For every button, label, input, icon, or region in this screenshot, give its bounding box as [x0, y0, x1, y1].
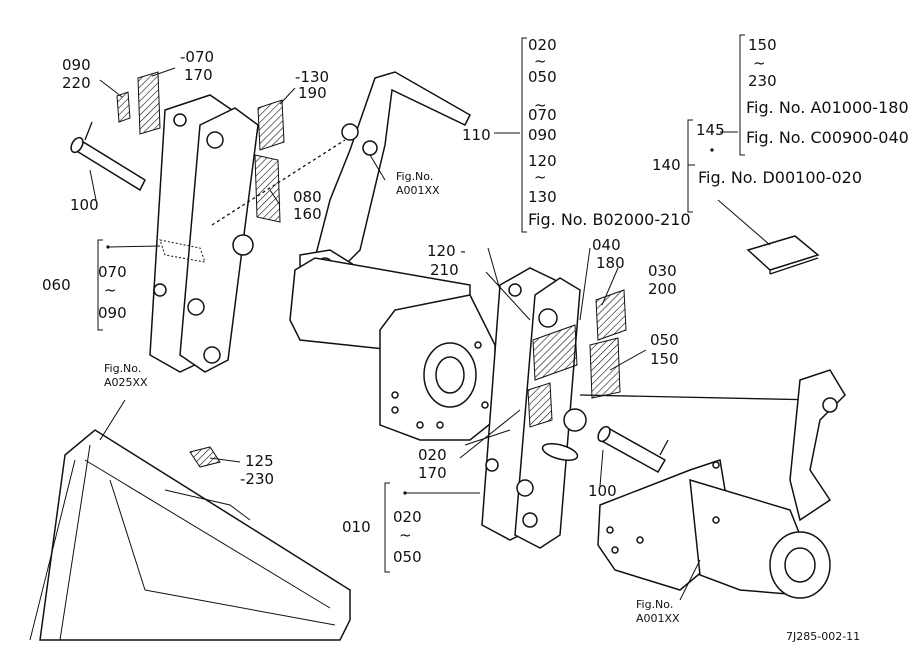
- ref-fig-a01000: Fig. No. A01000-180: [746, 98, 909, 117]
- ref-fig-b02000: Fig. No. B02000-210: [528, 210, 691, 229]
- label-145: 145: [696, 121, 725, 139]
- label-020: 020: [418, 446, 447, 464]
- label-030: 030: [648, 262, 677, 280]
- label-100-left: 100: [70, 196, 99, 214]
- right-arm-assembly: [481, 267, 821, 549]
- decal-125-230: [189, 446, 221, 468]
- fig-a025xx: Fig.No.: [104, 362, 141, 375]
- fig-a025xx-code: A025XX: [104, 376, 148, 389]
- label-170-right: 170: [418, 464, 447, 482]
- left-arm-assembly: [70, 71, 346, 373]
- label-120: 120 -: [427, 242, 466, 260]
- label-200: 200: [648, 280, 677, 298]
- ref-fig-d00100: Fig. No. D00100-020: [698, 168, 862, 187]
- ref-120: 120: [528, 152, 557, 170]
- label-020-range: 020: [393, 508, 422, 526]
- drawing-code: 7J285-002-11: [786, 630, 860, 643]
- shim-070-170: [137, 71, 161, 135]
- ref-230: 230: [748, 72, 777, 90]
- label-070: -070: [180, 48, 214, 66]
- label-080: 080: [293, 188, 322, 206]
- pin-100-left: [70, 121, 146, 192]
- label-180: 180: [596, 254, 625, 272]
- ref-070: 070: [528, 106, 557, 124]
- ref-090: 090: [528, 126, 557, 144]
- label-125: 125: [245, 452, 274, 470]
- label-150: 150: [650, 350, 679, 368]
- ref-130: 130: [528, 188, 557, 206]
- shim-020-170: [527, 382, 553, 428]
- label-050-range: 050: [393, 548, 422, 566]
- shim-090-220: [116, 91, 131, 123]
- center-frame: [289, 257, 496, 441]
- fig-a001xx-top-code: A001XX: [396, 184, 440, 197]
- ref-tilde-2: ~: [534, 96, 547, 114]
- ref-050: 050: [528, 68, 557, 86]
- label-140: 140: [652, 156, 681, 174]
- ref-150: 150: [748, 36, 777, 54]
- label-070-range: 070: [98, 263, 127, 281]
- labels: 090 220 -070 170 -130 190 100 080 160 06…: [42, 36, 909, 643]
- label-040: 040: [592, 236, 621, 254]
- fig-a001xx-top: Fig.No.: [396, 170, 433, 183]
- shim-050-150: [589, 337, 621, 399]
- shim-080-160: [254, 154, 281, 223]
- label-060: 060: [42, 276, 71, 294]
- label-190: 190: [298, 84, 327, 102]
- shim-030-200: [595, 289, 627, 341]
- ref-tilde-g: ~: [753, 54, 766, 72]
- label-130: -130: [295, 68, 329, 86]
- label-100-right: 100: [588, 482, 617, 500]
- ref-tilde-1: ~: [534, 52, 547, 70]
- label-210: 210: [430, 261, 459, 279]
- label-090-range: 090: [98, 304, 127, 322]
- ref-tilde-3: ~: [534, 168, 547, 186]
- decal-140: [717, 199, 820, 275]
- label-010: 010: [342, 518, 371, 536]
- label-160: 160: [293, 205, 322, 223]
- label-170: 170: [184, 66, 213, 84]
- bucket-frame: [29, 429, 351, 641]
- right-frame: [597, 369, 846, 599]
- fig-a001xx-bottom: Fig.No.: [636, 598, 673, 611]
- label-tilde-a: ~: [104, 281, 117, 299]
- label-050: 050: [650, 331, 679, 349]
- pin-100-right: [597, 425, 669, 474]
- label-tilde-b: ~: [399, 526, 412, 544]
- fig-a001xx-bottom-code: A001XX: [636, 612, 680, 625]
- label-220: 220: [62, 74, 91, 92]
- ref-020: 020: [528, 36, 557, 54]
- shim-040-180: [532, 324, 578, 381]
- shim-130-190: [257, 99, 285, 151]
- label-090: 090: [62, 56, 91, 74]
- label-230: -230: [240, 470, 274, 488]
- leader-lines: [89, 34, 745, 601]
- label-110: 110: [462, 126, 491, 144]
- ref-fig-c00900: Fig. No. C00900-040: [746, 128, 909, 147]
